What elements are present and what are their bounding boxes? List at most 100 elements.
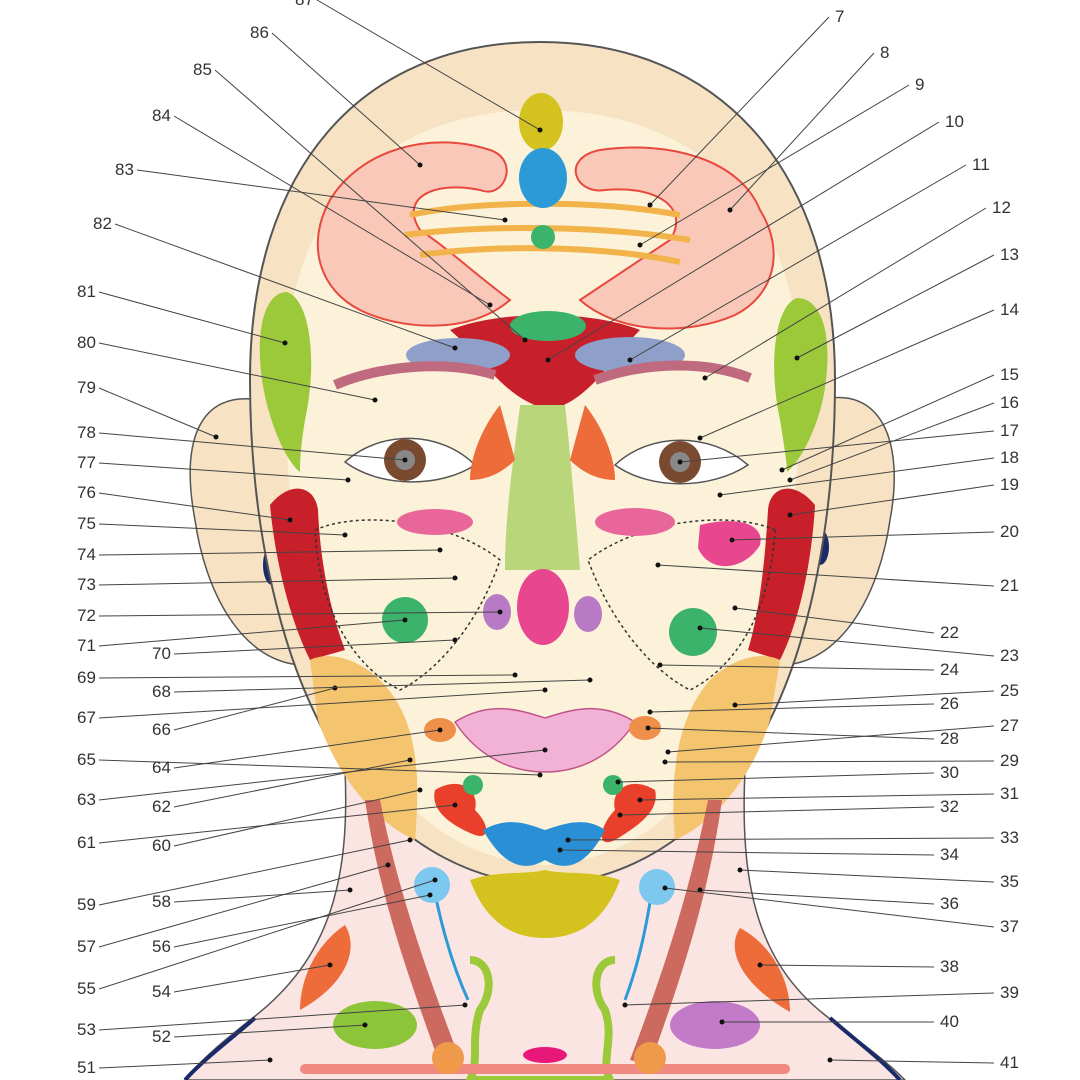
chin-red-left: [434, 783, 487, 836]
point-label-33: 33: [1000, 828, 1019, 847]
leader-line-55: [98, 879, 436, 990]
chin-green-right: [603, 775, 623, 795]
point-marker-23: [697, 625, 703, 631]
point-label-57: 57: [77, 937, 96, 956]
leader-line-38: [759, 964, 935, 968]
green-spot: [531, 225, 555, 249]
point-label-16: 16: [1000, 393, 1019, 412]
chin-red-right: [601, 783, 656, 843]
point-marker-52: [362, 1022, 368, 1028]
neck-muscle-right: [630, 800, 722, 1065]
point-label-11: 11: [972, 155, 990, 174]
point-marker-41: [827, 1057, 833, 1063]
point-marker-60: [417, 787, 423, 793]
leader-line-36: [699, 889, 935, 905]
point-label-75: 75: [77, 514, 96, 533]
leader-line-74: [98, 549, 441, 556]
leader-line-87: [316, 0, 541, 131]
point-marker-9: [637, 242, 643, 248]
point-marker-8: [727, 207, 733, 213]
eyebrow-right: [593, 360, 752, 385]
leader-line-63: [98, 749, 546, 801]
point-marker-78: [402, 457, 408, 463]
leader-line-30: [617, 772, 935, 783]
nose-orange-left: [470, 405, 515, 480]
point-label-9: 9: [915, 75, 924, 94]
point-marker-82: [452, 345, 458, 351]
point-marker-36: [697, 887, 703, 893]
point-label-27: 27: [1000, 716, 1019, 735]
nose-orange-right: [570, 405, 615, 480]
forehead-green: [510, 311, 586, 341]
point-marker-15: [779, 467, 785, 473]
point-marker-77: [345, 477, 351, 483]
jaw-right-orange: [673, 656, 780, 840]
point-label-38: 38: [940, 957, 959, 976]
leader-line-15: [781, 374, 995, 471]
leader-line-24: [659, 664, 935, 671]
point-marker-74: [437, 547, 443, 553]
point-marker-29: [662, 759, 668, 765]
leader-line-28: [647, 727, 935, 740]
cheek-green-right: [669, 608, 717, 656]
leader-line-11: [629, 164, 967, 361]
point-marker-28: [645, 725, 651, 731]
leader-line-33: [567, 837, 995, 841]
leader-line-41: [829, 1059, 995, 1064]
point-marker-31: [637, 797, 643, 803]
point-marker-17: [677, 459, 683, 465]
leader-line-58: [173, 889, 351, 903]
jaw-left-red: [270, 488, 345, 660]
point-label-10: 10: [945, 112, 964, 131]
crown-spot: [519, 93, 563, 151]
leader-line-60: [173, 789, 421, 847]
point-label-32: 32: [940, 797, 959, 816]
point-label-71: 71: [77, 636, 96, 655]
leader-line-77: [98, 462, 349, 481]
point-marker-35: [737, 867, 743, 873]
clavicle-orange-left: [432, 1042, 464, 1074]
neck-orange-right: [734, 928, 790, 1012]
leader-line-65: [98, 759, 541, 776]
cheek-outline-right: [587, 519, 776, 691]
point-label-87: 87: [295, 0, 314, 9]
point-label-76: 76: [77, 483, 96, 502]
lymph-node-right: [639, 869, 675, 905]
leader-line-13: [796, 254, 995, 359]
point-marker-68: [587, 677, 593, 683]
point-label-80: 80: [77, 333, 96, 352]
point-label-31: 31: [1000, 784, 1019, 803]
point-label-22: 22: [940, 623, 959, 642]
leader-line-22: [734, 607, 935, 634]
leader-line-29: [664, 760, 995, 763]
point-marker-64: [437, 727, 443, 733]
point-marker-63: [542, 747, 548, 753]
leader-line-25: [734, 690, 995, 706]
point-marker-24: [657, 662, 663, 668]
point-label-58: 58: [152, 892, 171, 911]
point-label-77: 77: [77, 453, 96, 472]
undereye-right: [595, 508, 675, 536]
shoulder-line-left: [183, 1016, 257, 1080]
point-marker-71: [402, 617, 408, 623]
leader-line-52: [173, 1024, 366, 1038]
point-label-65: 65: [77, 750, 96, 769]
leader-line-12: [704, 207, 987, 379]
neck-orange-left: [300, 925, 351, 1010]
point-label-78: 78: [77, 423, 96, 442]
point-label-25: 25: [1000, 681, 1019, 700]
leader-line-61: [98, 804, 456, 844]
leader-line-80: [98, 342, 376, 401]
point-marker-12: [702, 375, 708, 381]
point-marker-70: [452, 637, 458, 643]
point-marker-66: [332, 685, 338, 691]
leader-line-21: [657, 564, 995, 587]
lymph-node-left: [414, 867, 450, 903]
point-label-7: 7: [835, 7, 844, 26]
point-label-28: 28: [940, 729, 959, 748]
point-marker-55: [432, 877, 438, 883]
point-marker-73: [452, 575, 458, 581]
point-marker-80: [372, 397, 378, 403]
point-marker-59: [407, 837, 413, 843]
point-label-51: 51: [77, 1058, 96, 1077]
